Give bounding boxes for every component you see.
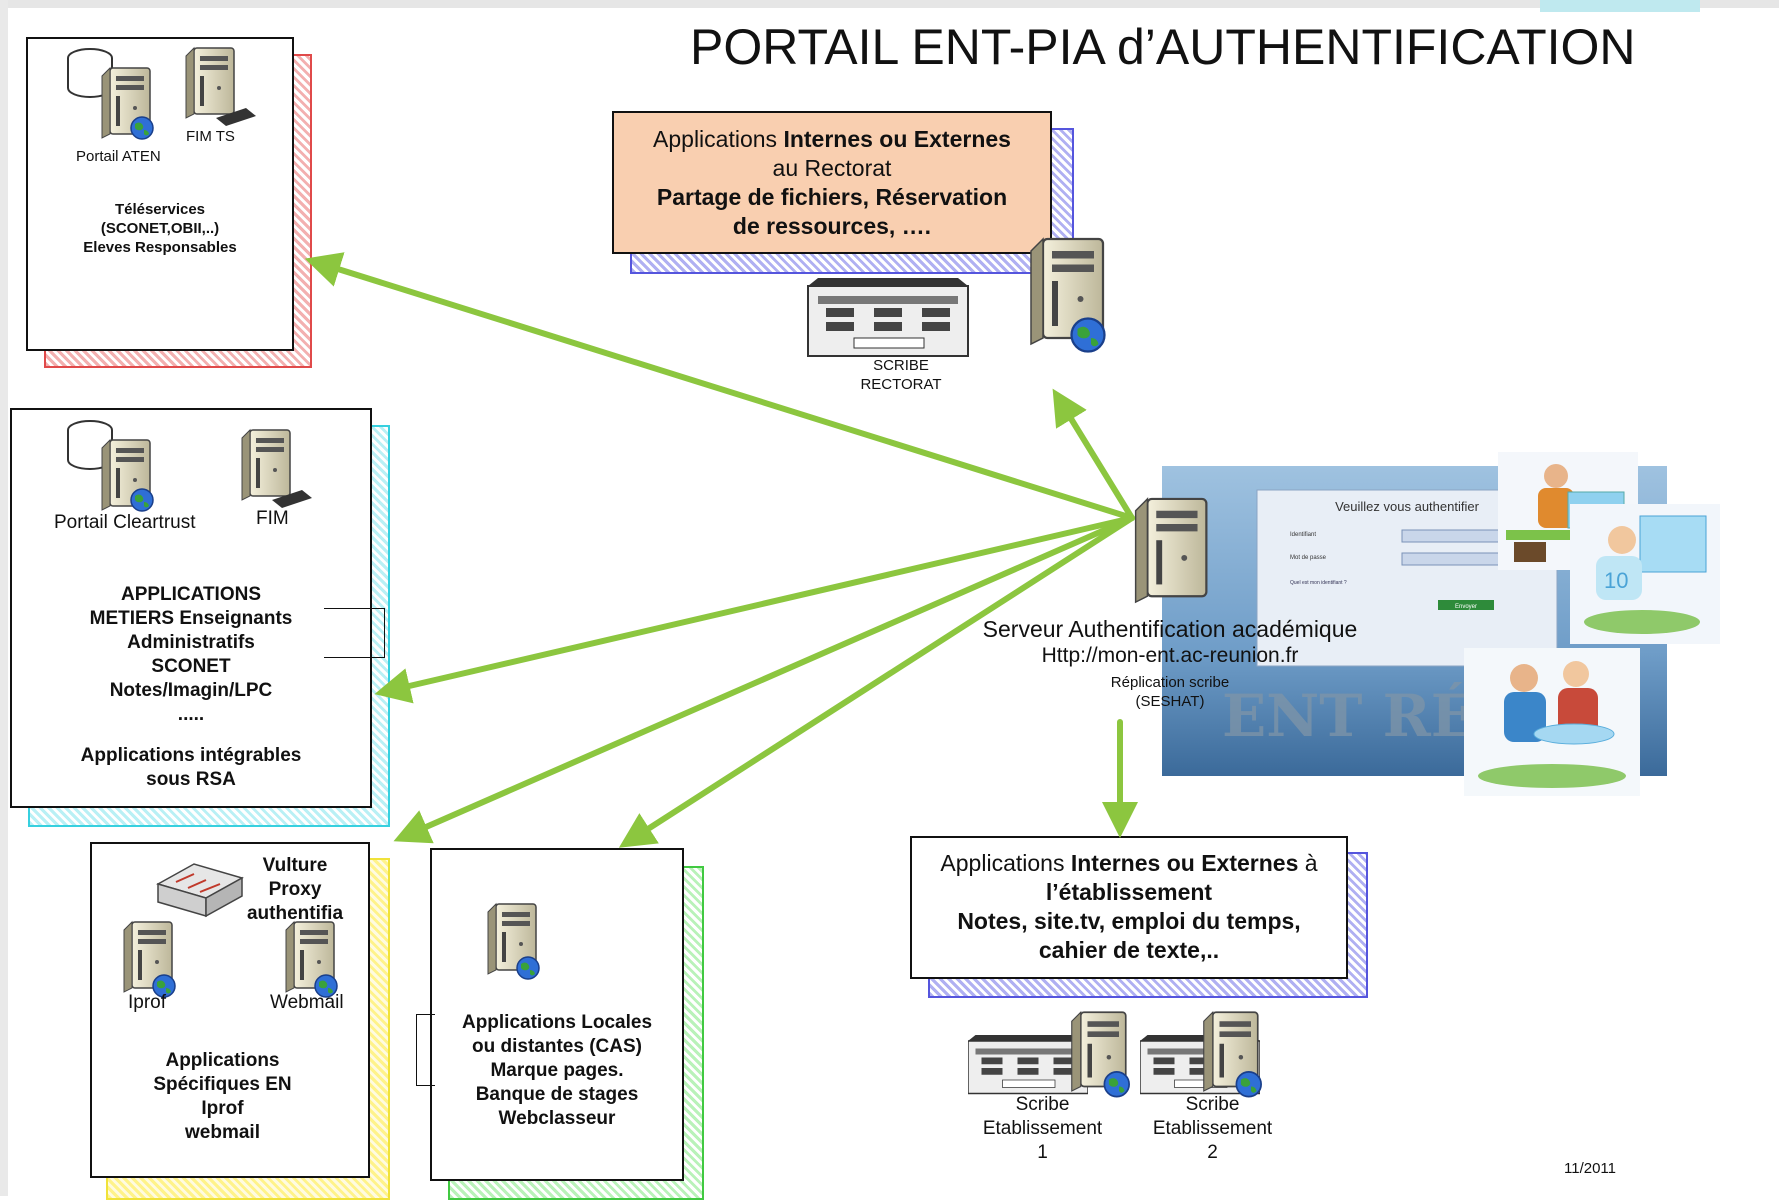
vulture-title-line-1: Vulture xyxy=(262,855,328,876)
scribe-etab-2-line-3: 2 xyxy=(1207,1142,1218,1163)
cleartrust-line-1: APPLICATIONS xyxy=(120,584,262,605)
fim-ts-server-icon xyxy=(185,47,256,126)
rectorat-line-1-prefix: Applications xyxy=(653,126,784,152)
scribe-rectorat-label-1: SCRIBE xyxy=(873,357,929,374)
scribe-rectorat-building-icon xyxy=(807,277,969,357)
local-apps-bracket xyxy=(416,1014,435,1086)
vulture-title-line-3: authentifia xyxy=(246,903,344,924)
local-apps-line-1: Applications Locales xyxy=(461,1012,653,1033)
rectorat-line-1-bold: Internes ou Externes xyxy=(783,126,1011,152)
arrow-to-local-apps xyxy=(618,515,1135,848)
scribe-etab-1-line-1: Scribe xyxy=(1015,1094,1070,1115)
local-apps-line-3: Marque pages. xyxy=(490,1060,624,1081)
login-title: Veuillez vous authentifier xyxy=(1335,499,1479,514)
cleartrust-box xyxy=(10,408,372,808)
cleartrust-line-4: SCONET xyxy=(151,656,231,677)
auth-server-line-4: (SESHAT) xyxy=(1135,693,1205,710)
rectorat-line-2: au Rectorat xyxy=(772,155,892,181)
etablissement-line-1-prefix: Applications xyxy=(940,850,1071,876)
scribe-rectorat-label-2: RECTORAT xyxy=(860,376,942,393)
local-apps-server-icon xyxy=(487,903,540,980)
portail-cleartrust-server-icon xyxy=(67,420,154,512)
scribe-etab-1-line-3: 1 xyxy=(1037,1142,1048,1163)
cleartrust-line-6: ..... xyxy=(177,704,205,725)
rectorat-line-4: de ressources, …. xyxy=(732,213,932,239)
vulture-title-line-2: Proxy xyxy=(268,879,322,900)
cleartrust-line-3: Administratifs xyxy=(127,632,255,653)
fim-ts-label: FIM TS xyxy=(186,128,235,145)
svg-text:10: 10 xyxy=(1604,568,1628,593)
aten-line-1: Téléservices xyxy=(114,201,206,218)
cleartrust-line-7: Applications intégrables xyxy=(80,745,302,766)
page-title: PORTAIL ENT-PIA d’AUTHENTIFICATION xyxy=(690,19,1636,75)
arrow-to-aten xyxy=(304,252,1135,521)
scribe-etablissement-2-server-icon xyxy=(1202,1011,1262,1098)
portail-aten-label: Portail ATEN xyxy=(76,148,161,165)
cleartrust-bracket xyxy=(324,608,385,658)
cleartrust-line-8: sous RSA xyxy=(146,769,236,790)
rectorat-line-3: Partage de fichiers, Réservation xyxy=(656,184,1008,210)
scribe-etab-1-line-2: Etablissement xyxy=(982,1118,1103,1139)
etablissement-line-1-suffix: à xyxy=(1298,850,1318,876)
portail-cleartrust-label: Portail Cleartrust xyxy=(54,512,196,533)
arrow-to-rectorat xyxy=(1052,388,1135,521)
fim-label: FIM xyxy=(256,508,289,529)
auth-server-icon xyxy=(1134,497,1208,604)
cleartrust-line-5: Notes/Imagin/LPC xyxy=(109,680,273,701)
scribe-etablissement-1-server-icon xyxy=(1070,1011,1130,1098)
etablissement-line-2: l’établissement xyxy=(1045,879,1213,905)
etablissement-line-1-bold: Internes ou Externes xyxy=(1070,850,1299,876)
login-field-2-label: Mot de passe xyxy=(1290,555,1327,561)
fim-server-icon xyxy=(241,429,312,508)
aten-line-2: (SCONET,OBII,..) xyxy=(100,220,220,237)
person-photo-3 xyxy=(1464,648,1640,796)
login-field-1-label: Identifiant xyxy=(1290,532,1316,538)
rectorat-server-icon xyxy=(1029,237,1106,353)
date-label: 11/2011 xyxy=(1564,1160,1616,1177)
slide-left-edge xyxy=(0,0,8,1196)
local-apps-line-2: ou distantes (CAS) xyxy=(472,1036,642,1057)
cleartrust-line-2: METIERS Enseignants xyxy=(89,608,293,629)
etablissement-line-1: Applications Internes ou Externes à xyxy=(910,848,1348,878)
arrow-to-vulture xyxy=(393,515,1135,844)
auth-server-line-3: Réplication scribe xyxy=(1110,674,1230,691)
login-submit-button: Envoyer xyxy=(1455,604,1477,610)
iprof-server-icon xyxy=(123,921,176,998)
local-apps-line-4: Banque de stages xyxy=(475,1084,639,1105)
etablissement-line-3: Notes, site.tv, emploi du temps, xyxy=(957,908,1301,934)
etablissement-box xyxy=(910,836,1348,979)
local-apps-line-5: Webclasseur xyxy=(498,1108,616,1129)
rectorat-box xyxy=(612,111,1052,254)
vulture-line-1: Applications xyxy=(165,1050,280,1071)
slide-top-edge xyxy=(0,0,1779,8)
scribe-etab-2-line-1: Scribe xyxy=(1185,1094,1240,1115)
etablissement-line-4: cahier de texte,.. xyxy=(1038,937,1220,963)
scribe-etab-2-line-2: Etablissement xyxy=(1152,1118,1273,1139)
vulture-line-4: webmail xyxy=(185,1122,260,1143)
vulture-line-3: Iprof xyxy=(201,1098,244,1119)
vulture-proxy-switch-icon xyxy=(156,863,244,918)
corner-tab xyxy=(1540,0,1700,12)
rectorat-line-1: Applications Internes ou Externes xyxy=(612,124,1052,154)
login-help-link: Quel est mon identifiant ? xyxy=(1290,580,1347,586)
auth-server-line-2: Http://mon-ent.ac-reunion.fr xyxy=(1041,644,1299,667)
iprof-label: Iprof xyxy=(128,992,167,1013)
webmail-server-icon xyxy=(285,921,338,998)
aten-line-3: Eleves Responsables xyxy=(83,239,237,256)
webmail-label: Webmail xyxy=(270,992,344,1013)
person-photo-2: 10 xyxy=(1570,504,1720,644)
portail-aten-server-icon xyxy=(67,48,154,140)
auth-server-line-1: Serveur Authentification académique xyxy=(982,616,1358,642)
vulture-line-2: Spécifiques EN xyxy=(153,1074,292,1095)
